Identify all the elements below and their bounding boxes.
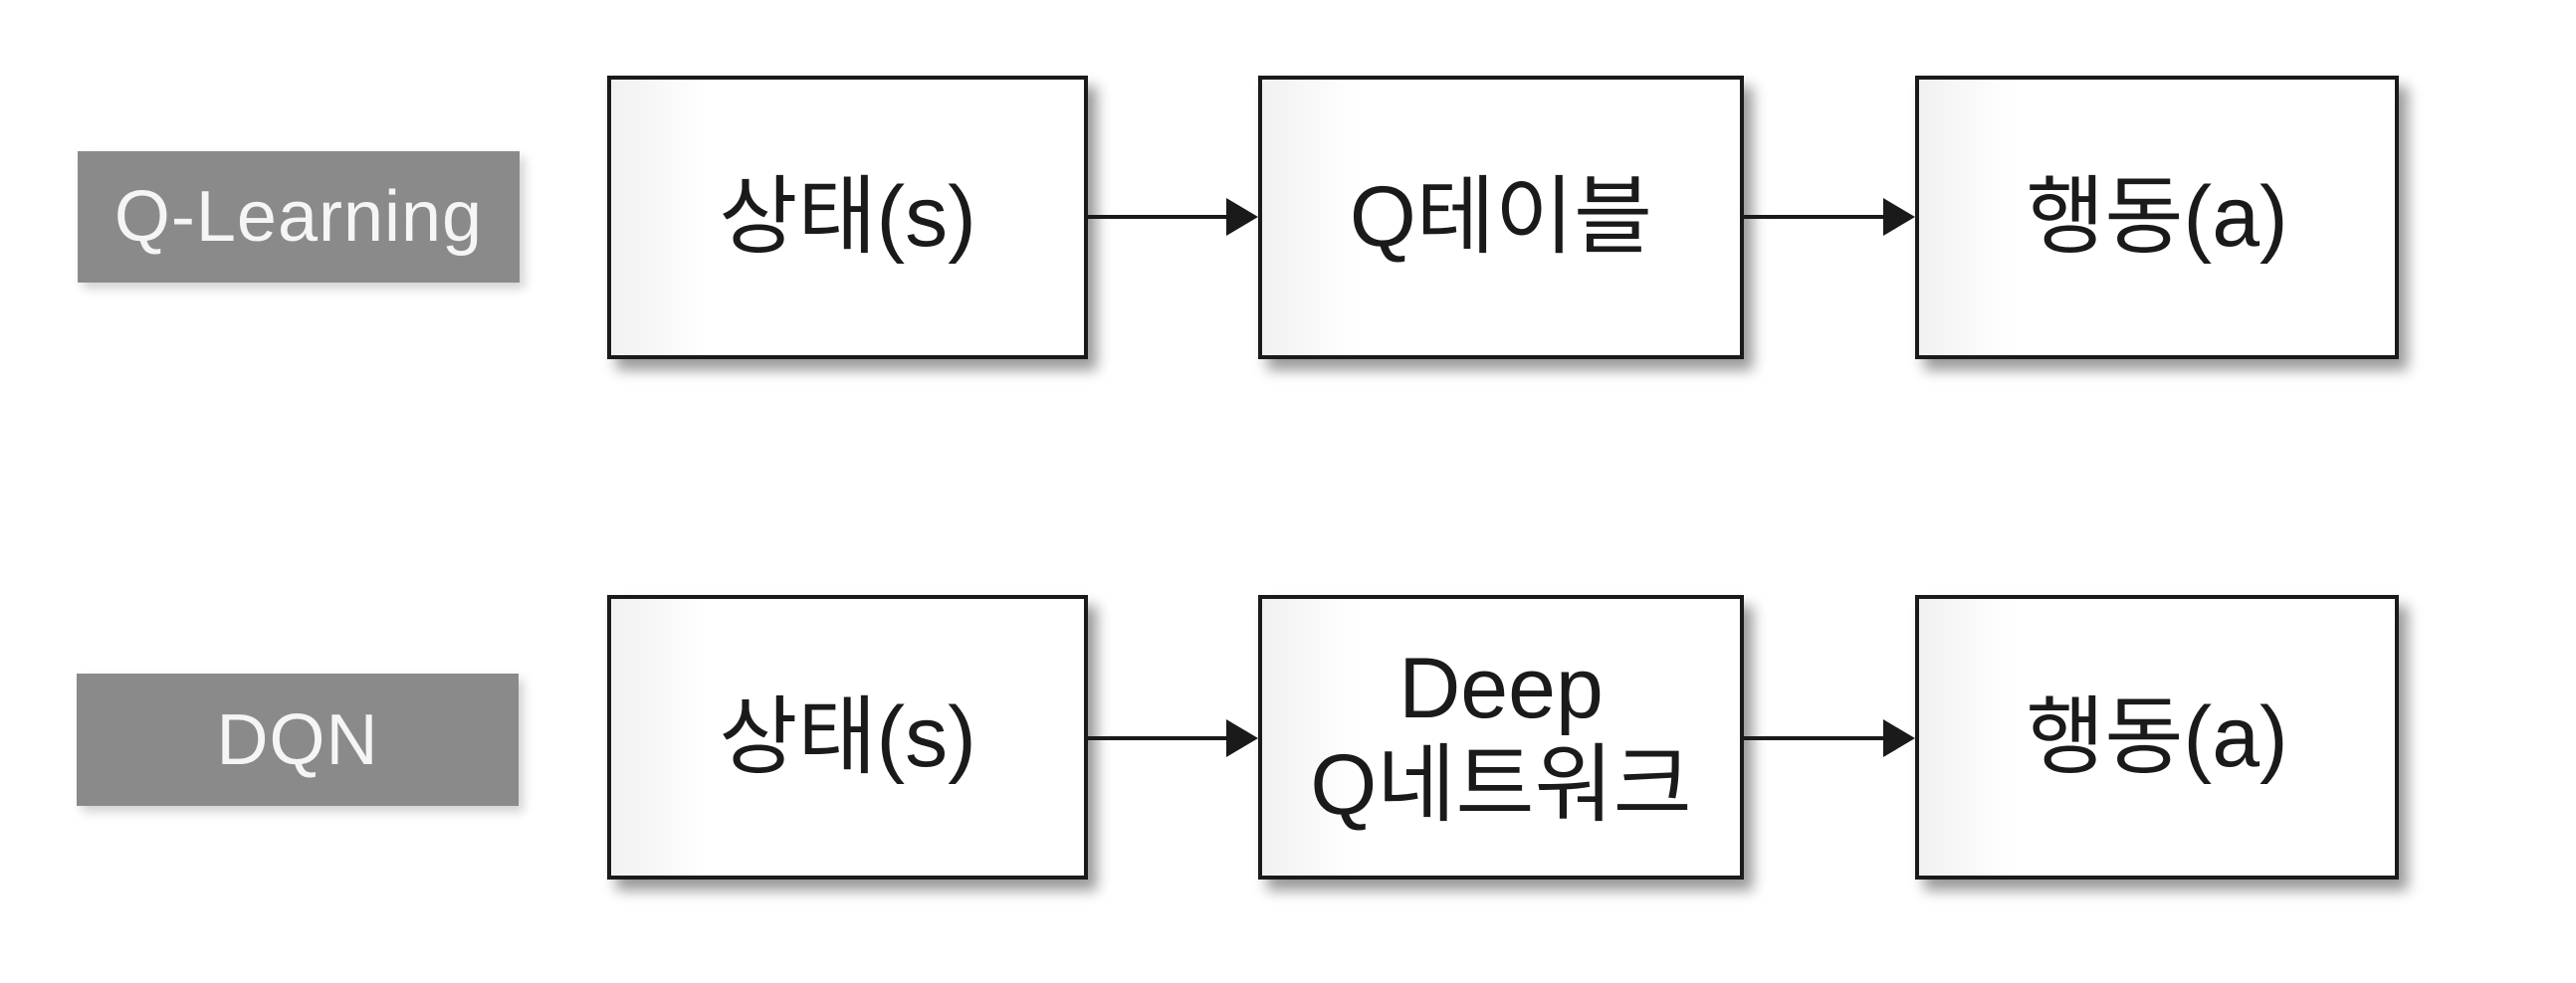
- arrow-q-learning-state-to-qtable: [1088, 197, 1258, 237]
- arrow-head: [1883, 719, 1915, 757]
- arrow-dqn-deep-q-network-to-action: [1744, 718, 1915, 758]
- row-label-text: DQN: [216, 699, 379, 780]
- arrow-shaft: [1088, 215, 1232, 219]
- row-label-text: Q-Learning: [113, 177, 484, 257]
- q-learning-action-box: 행동(a): [1915, 76, 2399, 359]
- row-label-dqn: DQN: [77, 674, 519, 806]
- dqn-state-box: 상태(s): [607, 595, 1088, 880]
- arrow-q-learning-qtable-to-action: [1744, 197, 1915, 237]
- node-text: 상태(s): [719, 688, 976, 785]
- dqn-deep-q-network-box: Deep Q네트워크: [1258, 595, 1744, 880]
- arrow-head: [1226, 719, 1258, 757]
- q-learning-state-box: 상태(s): [607, 76, 1088, 359]
- node-text: 상태(s): [719, 169, 976, 265]
- arrow-shaft: [1088, 736, 1232, 740]
- arrow-head: [1883, 198, 1915, 236]
- node-text: Deep Q네트워크: [1310, 641, 1692, 833]
- node-text: 행동(a): [2026, 169, 2288, 265]
- q-learning-qtable-box: Q테이블: [1258, 76, 1744, 359]
- dqn-action-box: 행동(a): [1915, 595, 2399, 880]
- arrow-shaft: [1744, 736, 1889, 740]
- node-text: Q테이블: [1349, 169, 1653, 265]
- arrow-shaft: [1744, 215, 1889, 219]
- arrow-head: [1226, 198, 1258, 236]
- arrow-dqn-state-to-deep-q-network: [1088, 718, 1258, 758]
- row-label-q-learning: Q-Learning: [78, 151, 520, 283]
- node-text: 행동(a): [2026, 688, 2288, 785]
